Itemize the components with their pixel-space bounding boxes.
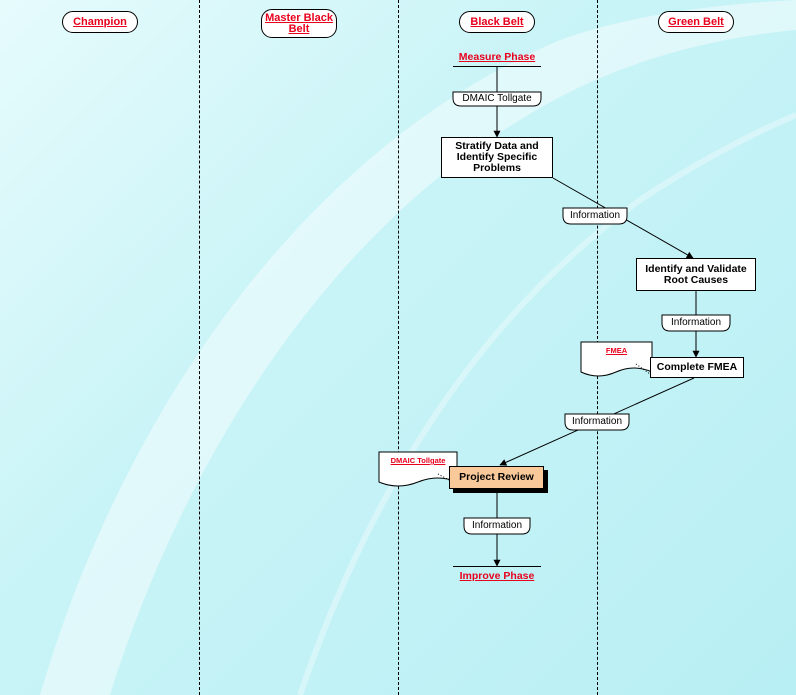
document-label-fmea: FMEA [605, 346, 628, 355]
lane-header-black-belt: Black Belt [459, 11, 535, 33]
lane-header-champion: Champion [62, 11, 138, 33]
document-shape-fmea [580, 341, 653, 377]
data-label-info-3: Information [571, 416, 623, 427]
process-project-review: Project Review [449, 466, 544, 489]
document-label-tollgate: DMAIC Tollgate [390, 456, 446, 465]
lane-divider [398, 0, 399, 695]
data-shape-info-1 [562, 207, 628, 225]
process-identify-root-causes: Identify and Validate Root Causes [636, 258, 756, 291]
data-shape-tollgate [452, 91, 542, 107]
terminal-measure-phase: Measure Phase [458, 51, 536, 63]
data-shape-info-3 [564, 413, 630, 431]
data-shape-info-2 [661, 314, 731, 332]
lane-header-green-belt: Green Belt [658, 11, 734, 33]
data-shape-info-4 [463, 517, 531, 535]
data-label-tollgate: DMAIC Tollgate [462, 93, 532, 104]
lane-header-master-black-belt: Master Black Belt [261, 9, 337, 38]
process-stratify-data: Stratify Data and Identify Specific Prob… [441, 137, 553, 178]
lane-divider [199, 0, 200, 695]
data-label-info-4: Information [471, 520, 523, 531]
process-complete-fmea: Complete FMEA [650, 357, 744, 378]
data-label-info-2: Information [670, 317, 722, 328]
terminal-bar-end [453, 566, 541, 567]
terminal-improve-phase: Improve Phase [459, 570, 535, 582]
data-label-info-1: Information [569, 210, 621, 221]
terminal-bar-start [453, 66, 541, 67]
